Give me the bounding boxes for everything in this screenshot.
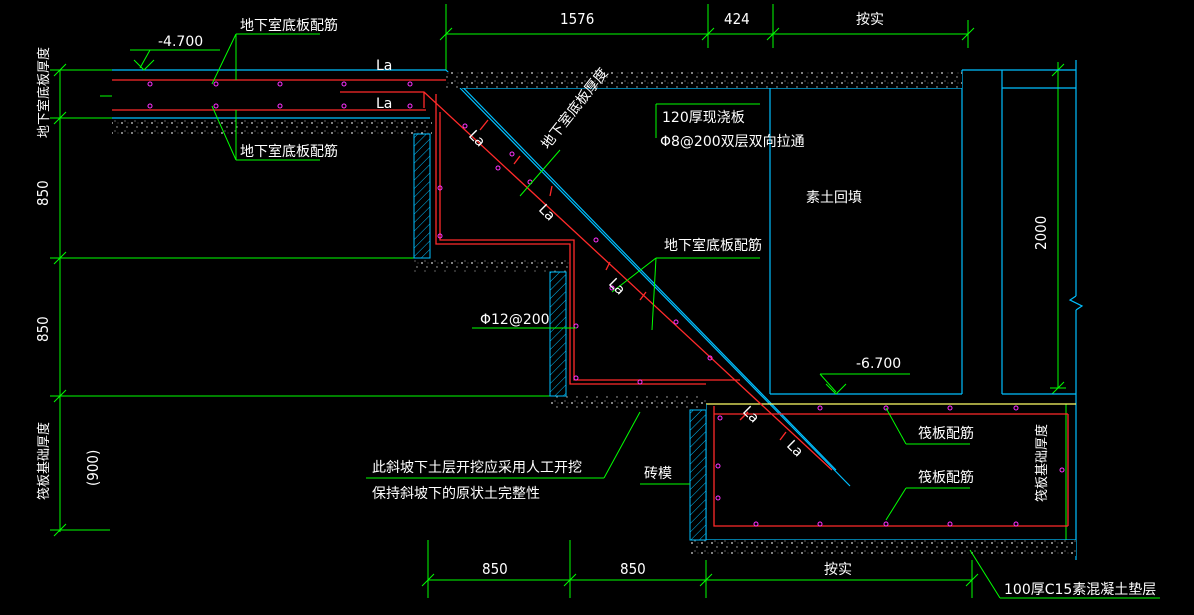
leader-lines <box>100 33 1160 599</box>
dim-left-900: (900) <box>84 450 102 486</box>
left-thickness-label: 地下室底板厚度 <box>36 47 52 138</box>
dim-left-850b: 850 <box>34 316 52 342</box>
label-brick-mold: 砖模 <box>644 466 672 482</box>
dim-bottom-ansht: 按实 <box>824 562 852 578</box>
label-phi12: Φ12@200 <box>480 312 550 328</box>
label-cushion: 100厚C15素混凝土垫层 <box>1004 582 1156 598</box>
dimension-lines <box>50 4 1074 598</box>
brick-mold-walls <box>413 133 707 541</box>
la-diag-1: La <box>465 128 488 151</box>
la-diag-3: La <box>605 276 628 299</box>
left-raft-thickness-label: 筏板基础厚度 <box>36 422 52 500</box>
la-diag-4: La <box>739 404 762 427</box>
dim-bottom-850a: 850 <box>482 560 508 578</box>
level-markers <box>133 59 847 395</box>
concrete-layers <box>112 72 1076 556</box>
label-raft-rebar-1: 筏板配筋 <box>918 425 974 442</box>
la-diag-2: La <box>535 202 558 225</box>
dim-top-1576: 1576 <box>560 10 594 28</box>
dim-right-2000: 2000 <box>1032 216 1050 250</box>
la-label-1: La <box>376 58 392 74</box>
right-raft-thickness-label: 筏板基础厚度 <box>1034 424 1050 502</box>
level-upper: -4.700 <box>158 34 203 50</box>
label-basement-rebar-top: 地下室底板配筋 <box>240 17 338 34</box>
label-slab-120: 120厚现浇板 <box>662 110 745 126</box>
dim-left-850a: 850 <box>34 180 52 206</box>
step1-underlayer <box>414 258 570 272</box>
step2-underlayer <box>550 396 706 410</box>
left-slab-underlayer <box>112 120 432 134</box>
la-diag-5: La <box>783 438 806 461</box>
dim-top-ansht: 按实 <box>856 12 884 28</box>
annotations: 1576 424 按实 850 850 按实 850 850 (900) 200… <box>34 10 1156 598</box>
label-backfill: 素土回填 <box>806 190 862 206</box>
rebar-dots <box>147 81 1065 527</box>
label-basement-rebar-mid: 地下室底板配筋 <box>664 237 762 254</box>
la-label-2: La <box>376 96 392 112</box>
dim-top-424: 424 <box>724 10 750 28</box>
label-raft-rebar-2: 筏板配筋 <box>918 469 974 486</box>
top-slab-concrete <box>446 72 962 88</box>
label-slab-120-rebar: Φ8@200双层双向拉通 <box>660 134 805 150</box>
label-slope-note-1: 此斜坡下土层开挖应采用人工开挖 <box>372 459 582 476</box>
level-lower: -6.700 <box>856 356 901 372</box>
label-slope-note-2: 保持斜坡下的原状土完整性 <box>372 486 540 502</box>
raft-cushion <box>690 540 1076 556</box>
dim-bottom-850b: 850 <box>620 560 646 578</box>
label-basement-rebar-bottom: 地下室底板配筋 <box>240 143 338 160</box>
